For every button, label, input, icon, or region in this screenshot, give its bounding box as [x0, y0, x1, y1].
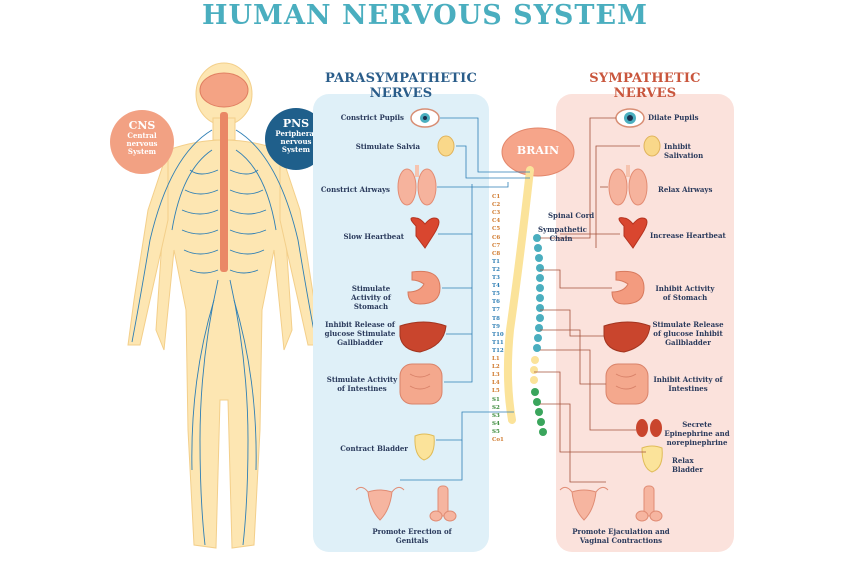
- para-stomach: [407, 270, 441, 305]
- central-brain: [501, 127, 575, 177]
- segment-t12: T12: [492, 347, 504, 354]
- para-label-1: Stimulate Salvia: [355, 142, 420, 151]
- segment-t9: T9: [492, 323, 500, 330]
- brain-figure: [199, 72, 249, 108]
- segment-t2: T2: [492, 266, 500, 273]
- symp-male-genitals: [635, 485, 663, 522]
- segment-c2: C2: [492, 202, 501, 209]
- para-bladder: [414, 433, 435, 461]
- symp-label-2: Relax Airways: [658, 185, 713, 194]
- segment-c6: C6: [492, 234, 501, 241]
- segment-co1: Co1: [492, 437, 504, 443]
- symp-uterus: [559, 486, 609, 521]
- para-label-8: Promote Erection of Genitals: [372, 527, 452, 545]
- segment-t4: T4: [492, 283, 500, 290]
- sympathetic-panel: [556, 94, 734, 552]
- symp-salivary-gland: [643, 135, 661, 157]
- segment-c8: C8: [492, 250, 501, 257]
- segment-c4: C4: [492, 218, 501, 225]
- segment-s1: S1: [492, 396, 500, 403]
- segment-l1: L1: [492, 356, 500, 362]
- para-liver: [399, 321, 447, 353]
- segment-c7: C7: [492, 242, 501, 249]
- para-lungs: [397, 165, 437, 206]
- segment-t1: T1: [492, 258, 500, 265]
- symp-intestines: [605, 363, 649, 405]
- segment-s2: S2: [492, 404, 500, 411]
- segment-t10: T10: [492, 331, 504, 338]
- segment-l5: L5: [492, 388, 500, 395]
- central-spinal-cord: [503, 166, 534, 424]
- segment-c5: C5: [492, 226, 501, 233]
- symp-stomach: [611, 270, 645, 305]
- para-uterus: [355, 486, 405, 521]
- symp-label-7: Secrete Epinephrine and norepinephrine: [664, 420, 730, 447]
- symp-label-9: Promote Ejaculation and Vaginal Contract…: [572, 527, 670, 545]
- cns-circle: CNS Central nervous System: [110, 110, 174, 174]
- segment-t8: T8: [492, 315, 500, 322]
- parasympathetic-panel: [313, 94, 489, 552]
- spinal-cord-figure: [220, 112, 228, 272]
- symp-adrenal-kidneys: [636, 419, 662, 437]
- brain-label: BRAIN: [516, 144, 560, 157]
- para-label-4: Stimulate Activity of Stomach: [351, 284, 391, 311]
- spinal-cord-label: Spinal Cord: [548, 211, 595, 220]
- symp-bladder: [641, 445, 663, 473]
- segment-s4: S4: [492, 420, 500, 427]
- segment-t3: T3: [492, 275, 500, 281]
- symp-label-8: Relax Bladder: [672, 456, 704, 474]
- symp-label-6: Inhibit Activity of Intestines: [653, 375, 723, 393]
- sympathetic-heading: SYMPATHETIC NERVES: [589, 71, 701, 101]
- para-intestines: [399, 363, 443, 405]
- sympathetic-chain: [530, 234, 547, 436]
- para-salivary-gland: [437, 135, 455, 157]
- para-eye: [410, 108, 440, 128]
- para-label-5: Inhibit Release of glucose Stimulate Gal…: [324, 320, 396, 347]
- para-male-genitals: [429, 485, 457, 522]
- symp-label-3: Increase Heartbeat: [650, 231, 726, 240]
- segment-t11: T11: [492, 339, 504, 346]
- symp-label-0: Dilate Pupils: [648, 113, 699, 122]
- segment-l2: L2: [492, 364, 500, 371]
- segment-s3: S3: [492, 412, 500, 419]
- segment-t7: T7: [492, 307, 500, 314]
- para-label-0: Constrict Pupils: [340, 113, 404, 122]
- symp-liver: [603, 321, 651, 353]
- para-label-3: Slow Heartbeat: [343, 232, 405, 241]
- para-label-2: Constrict Airways: [320, 185, 390, 194]
- parasympathetic-heading: PARASYMPATHETIC NERVES: [324, 71, 478, 101]
- para-label-7: Contract Bladder: [340, 444, 408, 453]
- segment-s5: S5: [492, 428, 500, 435]
- segment-l4: L4: [492, 380, 500, 387]
- segment-l3: L3: [492, 372, 500, 379]
- segment-c3: C3: [492, 210, 501, 217]
- symp-label-4: Inhibit Activity of Stomach: [655, 284, 715, 302]
- symp-eye: [615, 108, 645, 128]
- symp-heart: [618, 217, 648, 249]
- symp-lungs: [608, 165, 648, 206]
- diagram-title: HUMAN NERVOUS SYSTEM: [202, 0, 648, 31]
- sympathetic-chain-label: Sympathetic Chain: [538, 225, 587, 243]
- para-label-6: Stimulate Activity of Intestines: [326, 375, 398, 393]
- segment-c1: C1: [492, 194, 501, 200]
- para-heart: [410, 217, 440, 249]
- symp-label-5: Stimulate Release of glucose Inhibit Gal…: [652, 320, 724, 347]
- segment-t6: T6: [492, 299, 500, 306]
- symp-label-1: Inhibit Salivation: [664, 142, 704, 160]
- segment-t5: T5: [492, 291, 500, 298]
